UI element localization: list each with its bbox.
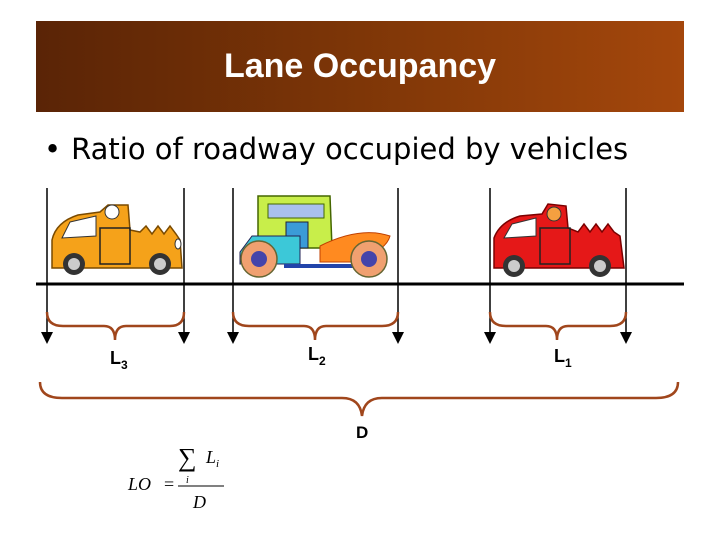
label-d: D (356, 423, 368, 442)
bullet-dot-icon: • (44, 132, 62, 166)
formula-sum-symbol: ∑ (178, 443, 197, 472)
label-l3: L3 (110, 348, 128, 372)
label-l2-sub: 2 (319, 354, 326, 368)
title-banner: Lane Occupancy (36, 21, 684, 112)
red-car-icon (493, 203, 625, 277)
formula-numerator: Li (205, 447, 219, 470)
bullet-text: Ratio of roadway occupied by vehicles (71, 132, 629, 166)
braces (38, 311, 680, 417)
label-l3-main: L (110, 348, 121, 368)
slide-title: Lane Occupancy (223, 47, 497, 85)
bullet-item: • Ratio of roadway occupied by vehicles (44, 132, 628, 166)
formula-numerator-sub: i (216, 458, 219, 470)
brace-l2 (231, 311, 400, 341)
formula-equals: = (164, 474, 174, 494)
orange-car-icon (51, 204, 183, 275)
label-l1-sub: 1 (565, 356, 572, 370)
label-l3-sub: 3 (121, 358, 128, 372)
label-l1: L1 (554, 346, 572, 370)
label-l1-main: L (554, 346, 565, 366)
label-l2: L2 (308, 344, 326, 368)
label-l2-main: L (308, 344, 319, 364)
formula-denominator: D (192, 492, 206, 512)
formula-lhs: LO (127, 474, 151, 494)
brace-l3 (45, 311, 186, 341)
brace-l1 (488, 311, 628, 341)
formula-numerator-var: L (205, 447, 216, 467)
lane-occupancy-formula: LO = ∑ i Li D (127, 443, 224, 512)
formula-sum-index: i (186, 475, 189, 486)
vintage-car-icon (239, 195, 391, 278)
brace-d (38, 381, 680, 417)
